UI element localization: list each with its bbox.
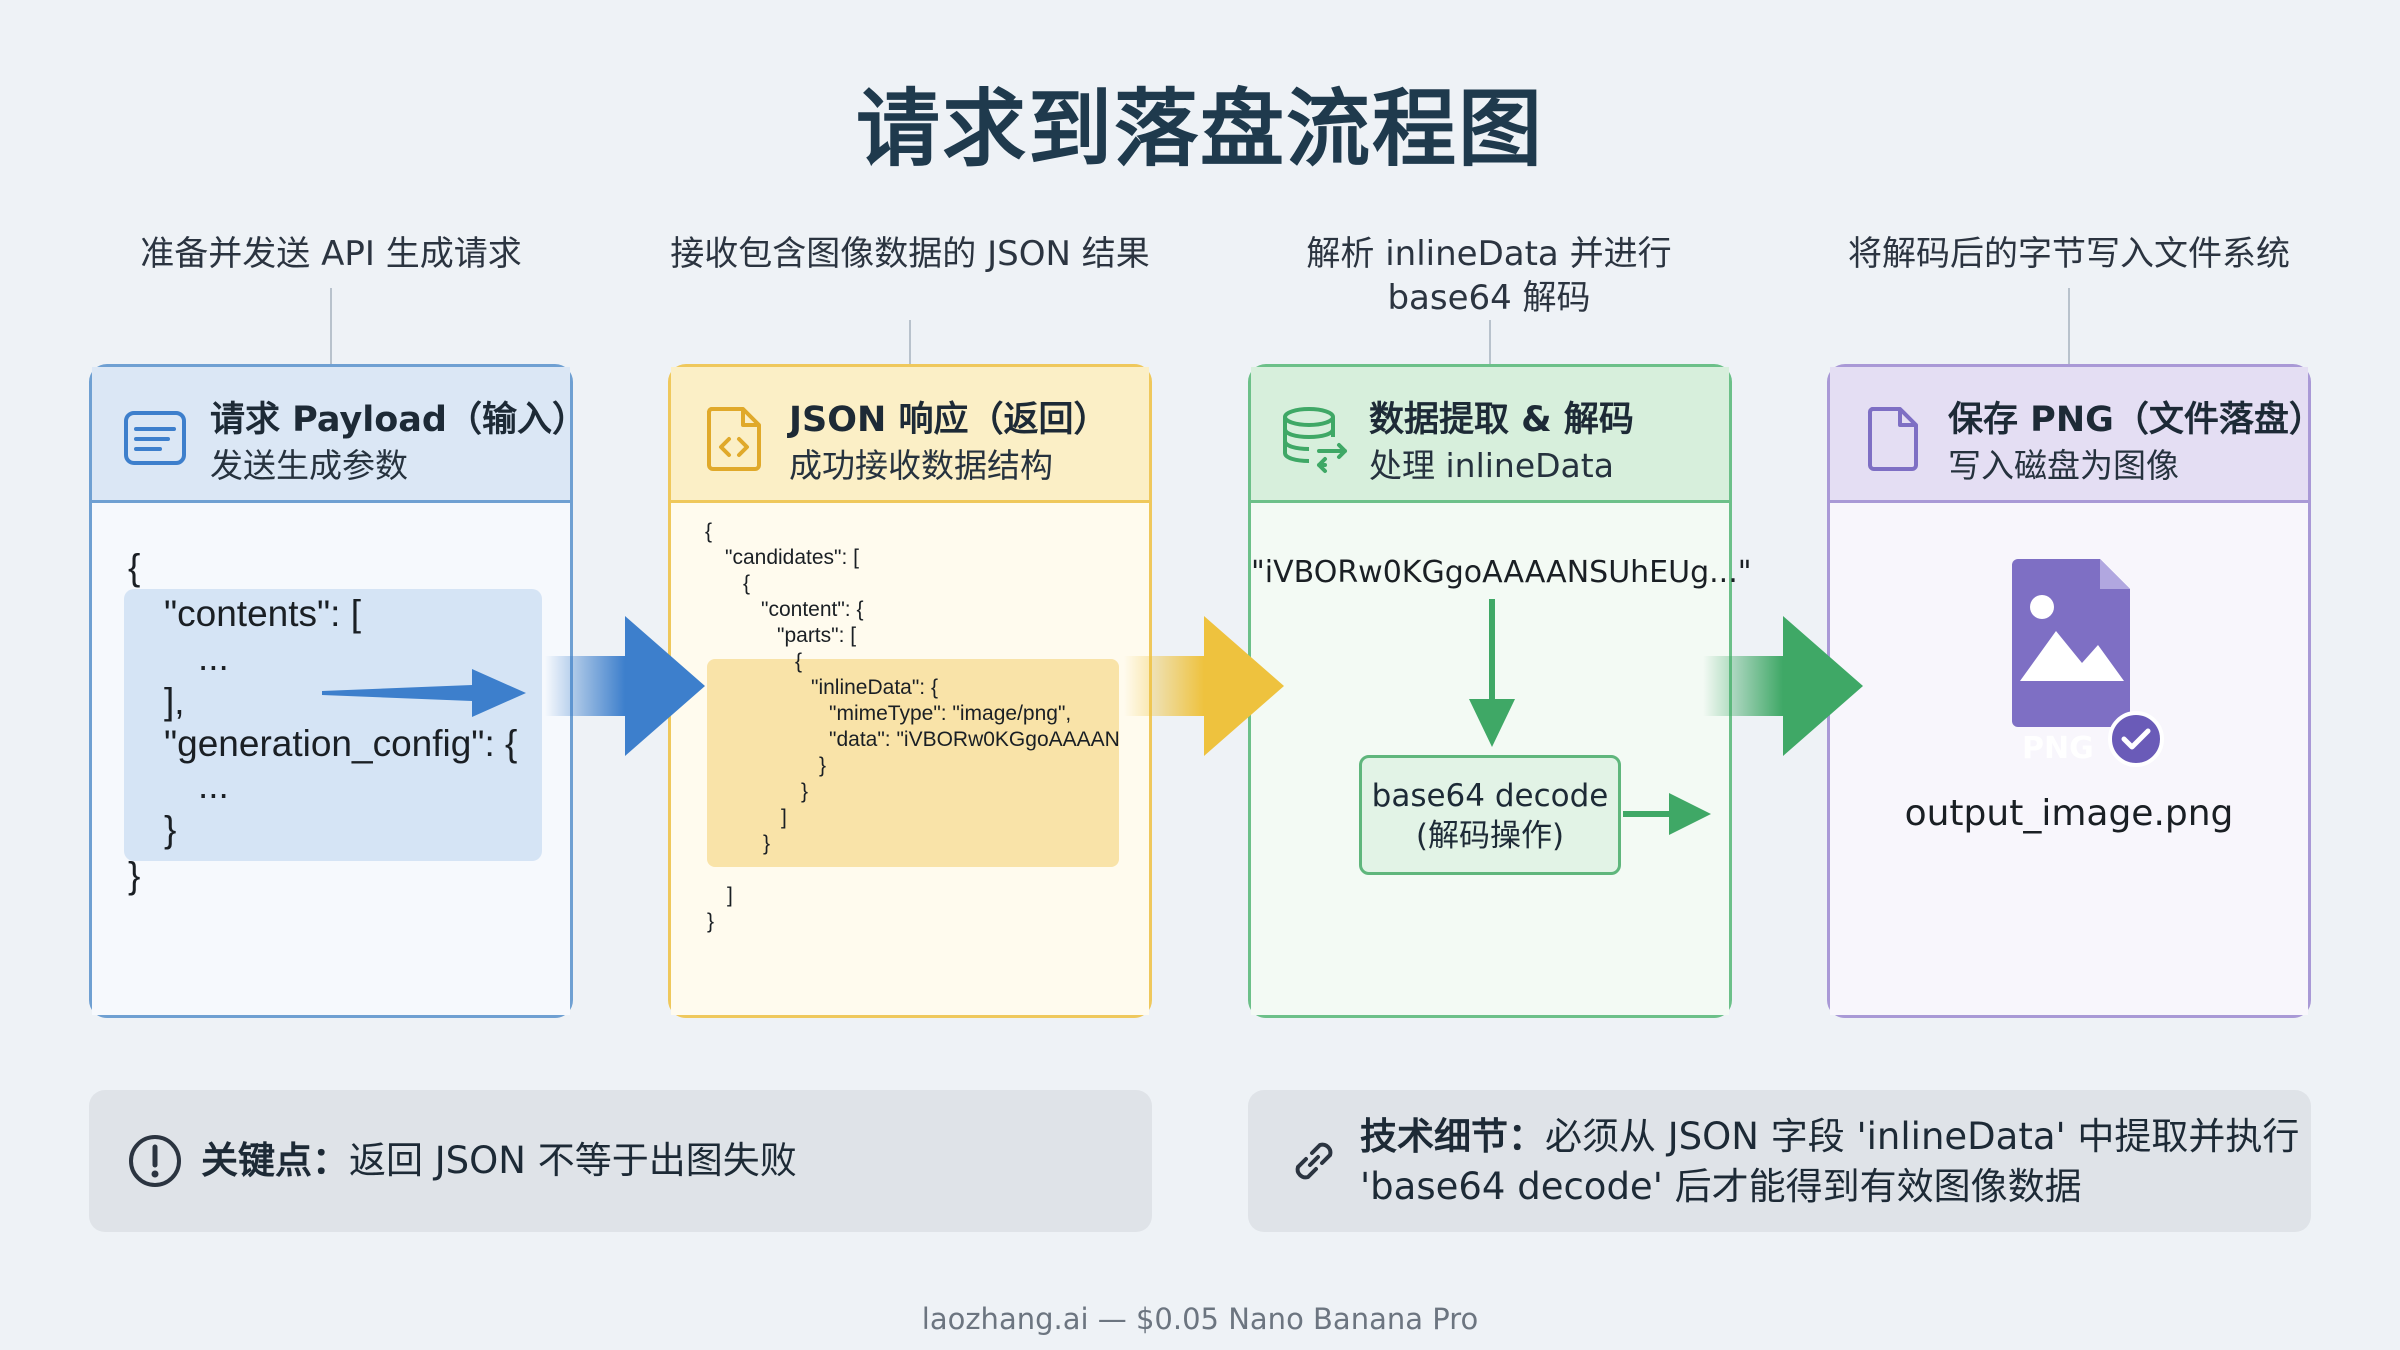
note-text: 技术细节：必须从 JSON 字段 'inlineData' 中提取并执行 'ba… xyxy=(1360,1115,2300,1208)
code-line: } xyxy=(128,855,141,896)
connector-line xyxy=(330,288,332,364)
connector-line xyxy=(1489,320,1491,364)
save-png-card: 保存 PNG（文件落盘） 写入磁盘为图像 PNG output_image.pn… xyxy=(1827,364,2324,1018)
request-payload-card: 请求 Payload（输入） 发送生成参数 { "contents": [ ..… xyxy=(89,364,587,1018)
card-body: "iVBORw0KGgoAAAANSUhEUg..." base64 decod… xyxy=(1251,503,1752,1015)
decode-operation-box: base64 decode (解码操作) xyxy=(1359,755,1621,875)
card-subtitle: 成功接收数据结构 xyxy=(789,446,1053,485)
decode-sublabel: (解码操作) xyxy=(1415,818,1565,854)
card-header: 保存 PNG（文件落盘） 写入磁盘为图像 xyxy=(1830,367,2324,503)
page-title: 请求到落盘流程图 xyxy=(855,80,1544,178)
document-lines-icon xyxy=(124,411,186,465)
link-icon xyxy=(1295,1142,1333,1180)
inline-arrow-icon xyxy=(322,669,526,717)
code-line: { xyxy=(705,520,713,543)
note-label: 关键点： xyxy=(201,1139,349,1182)
card-subtitle: 发送生成参数 xyxy=(210,446,408,485)
png-badge: PNG xyxy=(2022,731,2094,766)
code-line: } xyxy=(763,832,771,855)
card-title: 请求 Payload（输入） xyxy=(210,400,587,440)
code-highlight xyxy=(707,659,1119,867)
extract-decode-card: 数据提取 & 解码 处理 inlineData "iVBORw0KGgoAAAA… xyxy=(1248,364,1752,1018)
card-body: { "contents": [ ... ], "generation_confi… xyxy=(92,503,570,1015)
flow-arrow-yellow xyxy=(1124,616,1284,756)
code-file-icon xyxy=(706,407,761,471)
step-3-caption: 解析 inlineData 并进行 base64 解码 xyxy=(1306,234,1672,318)
code-line: "inlineData": { xyxy=(811,676,938,699)
connector-line xyxy=(2068,288,2070,364)
code-line: "contents": [ xyxy=(164,593,361,634)
decode-label: base64 decode xyxy=(1371,778,1609,814)
checkmark-circle-icon xyxy=(2108,711,2164,767)
database-exchange-icon xyxy=(1283,407,1347,473)
code-line: } xyxy=(801,780,809,803)
png-image-file-icon xyxy=(2012,559,2130,727)
card-subtitle: 写入磁盘为图像 xyxy=(1948,446,2179,485)
step-1-caption: 准备并发送 API 生成请求 xyxy=(140,234,522,274)
card-subtitle: 处理 inlineData xyxy=(1369,446,1614,485)
output-filename: output_image.png xyxy=(1904,793,2234,834)
flow-arrow-green xyxy=(1703,616,1863,756)
code-line: ] xyxy=(781,806,787,829)
code-line: } xyxy=(707,910,715,933)
code-line: "mimeType": "image/png", xyxy=(829,702,1072,725)
code-line: "parts": [ xyxy=(777,624,857,647)
encoded-string: "iVBORw0KGgoAAAANSUhEUg..." xyxy=(1251,555,1752,590)
note-label: 技术细节： xyxy=(1360,1115,1545,1158)
code-line: "content": { xyxy=(761,598,864,621)
right-arrow-icon xyxy=(1623,793,1711,835)
code-line: { xyxy=(743,572,751,595)
card-body: PNG output_image.png xyxy=(1830,503,2308,1015)
code-line: "candidates": [ xyxy=(725,546,859,569)
code-line: ... xyxy=(198,637,229,678)
json-response-card: JSON 响应（返回） 成功接收数据结构 { "candidates": [ {… xyxy=(668,364,1152,1018)
connector-line xyxy=(909,320,911,364)
card-header: JSON 响应（返回） 成功接收数据结构 xyxy=(671,367,1149,503)
footer-credit: laozhang.ai — $0.05 Nano Banana Pro xyxy=(921,1302,1479,1336)
card-header: 数据提取 & 解码 处理 inlineData xyxy=(1251,367,1729,503)
code-line: } xyxy=(819,754,827,777)
card-title: 保存 PNG（文件落盘） xyxy=(1948,400,2324,440)
card-title: JSON 响应（返回） xyxy=(789,400,1109,440)
code-line: "data": "iVBORw0KGgoAAAAN xyxy=(829,728,1120,751)
code-line: { xyxy=(128,547,141,588)
key-point-note: 关键点：返回 JSON 不等于出图失败 xyxy=(89,1090,1152,1232)
file-icon xyxy=(1867,407,1918,471)
code-line: } xyxy=(164,809,177,850)
card-body: { "candidates": [ { "content": { "parts"… xyxy=(671,503,1149,1015)
flow-arrow-blue xyxy=(545,616,705,756)
technical-detail-note: 技术细节：必须从 JSON 字段 'inlineData' 中提取并执行 'ba… xyxy=(1248,1090,2311,1232)
card-title: 数据提取 & 解码 xyxy=(1369,400,1634,440)
code-line: { xyxy=(795,650,803,673)
code-line: ... xyxy=(198,765,229,806)
code-line: "generation_config": { xyxy=(164,723,518,764)
step-2-caption: 接收包含图像数据的 JSON 结果 xyxy=(670,234,1150,274)
note-text: 关键点：返回 JSON 不等于出图失败 xyxy=(201,1139,797,1182)
code-highlight xyxy=(124,589,542,861)
exclamation-circle-icon xyxy=(129,1135,181,1187)
down-arrow-icon xyxy=(1469,599,1515,747)
step-4-caption: 将解码后的字节写入文件系统 xyxy=(1848,234,2290,274)
code-line: ], xyxy=(164,681,185,722)
code-line: ] xyxy=(727,884,733,907)
card-header: 请求 Payload（输入） 发送生成参数 xyxy=(92,367,587,503)
